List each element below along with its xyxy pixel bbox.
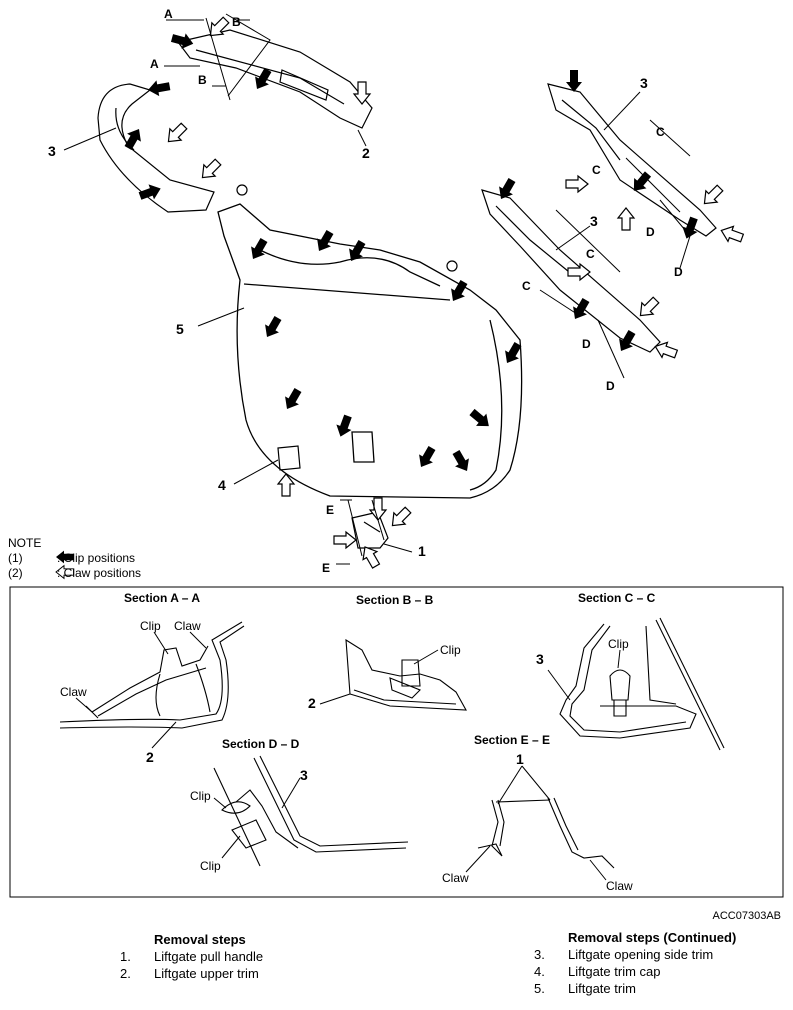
removal-step-number: 3. <box>534 947 545 962</box>
removal-step-number: 5. <box>534 981 545 996</box>
reference-code: ACC07303AB <box>712 910 782 922</box>
callout-1: 1 <box>418 543 426 559</box>
section-letter-e-bottom: E <box>322 561 330 575</box>
callout-3-right-lower: 3 <box>590 213 598 229</box>
liftgate-trim-panel <box>217 203 523 499</box>
section-letter-c-3: C <box>586 247 595 261</box>
section-aa-part-number: 2 <box>146 749 154 765</box>
callout-3-right-upper: 3 <box>640 75 648 91</box>
section-aa-claw-label-top: Claw <box>174 619 201 633</box>
section-letter-d-2: D <box>674 265 683 279</box>
removal-step-number: 1. <box>120 949 131 964</box>
removal-step-text: Liftgate trim cap <box>568 964 661 979</box>
note-item-clip-text: : Clip positions <box>57 551 136 565</box>
section-bb-drawing <box>345 638 467 711</box>
removal-step-text: Liftgate trim <box>568 981 636 996</box>
liftgate-upper-trim <box>176 29 373 129</box>
section-letter-d-3: D <box>582 337 591 351</box>
section-letter-b-top: B <box>232 15 241 29</box>
section-dd-clip-label-bottom: Clip <box>200 859 221 873</box>
section-cc-title: Section C – C <box>578 591 656 605</box>
note-item-claw-number: (2) <box>8 566 23 580</box>
section-bb-part-number: 2 <box>308 695 316 711</box>
removal-step-text: Liftgate upper trim <box>154 966 259 981</box>
section-ee-claw-label-left: Claw <box>442 871 469 885</box>
liftgate-side-trim-right-lower <box>481 189 661 353</box>
removal-step-text: Liftgate pull handle <box>154 949 264 964</box>
removal-steps-title: Removal steps <box>154 932 246 947</box>
section-dd-title: Section D – D <box>222 737 300 751</box>
clip-arrows <box>121 30 702 476</box>
section-cc-leaders <box>547 649 621 701</box>
note-item-clip-number: (1) <box>8 551 23 565</box>
callout-5: 5 <box>176 321 184 337</box>
note-legend: NOTE (1) : Clip positions (2) : Claw pos… <box>8 536 141 581</box>
callout-3-left: 3 <box>48 143 56 159</box>
note-title: NOTE <box>8 536 42 550</box>
removal-step: 2. Liftgate upper trim <box>120 966 263 983</box>
removal-steps-continued: Removal steps (Continued) 3. Liftgate ope… <box>534 930 736 998</box>
section-cc-part-number: 3 <box>536 651 544 667</box>
section-dd-clip-label-top: Clip <box>190 789 211 803</box>
section-letter-b-bottom: B <box>198 73 207 87</box>
liftgate-side-trim-right-upper <box>547 83 717 237</box>
sections-frame <box>9 586 784 898</box>
section-dd-drawing <box>213 755 409 867</box>
leader-lines <box>63 91 641 553</box>
removal-step-text: Liftgate opening side trim <box>568 947 714 962</box>
section-aa-claw-label-left: Claw <box>60 685 87 699</box>
section-letter-c-2: C <box>592 163 601 177</box>
liftgate-trim-cap <box>277 445 301 471</box>
note-item-clip: (1) : Clip positions <box>8 551 135 566</box>
fasteners <box>236 184 458 272</box>
note-item-claw: (2) : Claw positions <box>8 566 141 581</box>
section-letter-d-4: D <box>606 379 615 393</box>
section-aa-drawing <box>59 621 245 729</box>
section-letter-e-top: E <box>326 503 334 517</box>
liftgate-pull-handle <box>351 511 389 549</box>
section-bb-leaders <box>319 649 439 705</box>
section-bb-title: Section B – B <box>356 593 434 607</box>
removal-steps: Removal steps 1. Liftgate pull handle 2. L… <box>120 932 263 983</box>
removal-step: 3. Liftgate opening side trim <box>534 947 736 964</box>
section-aa-title: Section A – A <box>124 591 200 605</box>
section-ee-drawing <box>477 797 615 869</box>
section-aa-clip-label: Clip <box>140 619 161 633</box>
section-cut-lines <box>164 13 691 565</box>
removal-step: 5. Liftgate trim <box>534 981 736 998</box>
section-ee-part-number: 1 <box>516 751 524 767</box>
removal-steps-continued-title: Removal steps (Continued) <box>568 930 737 945</box>
section-letter-c-4: C <box>522 279 531 293</box>
removal-step-number: 4. <box>534 964 545 979</box>
section-letter-c-1: C <box>656 125 665 139</box>
section-cc-clip-label: Clip <box>608 637 629 651</box>
section-dd-part-number: 3 <box>300 767 308 783</box>
section-bb-clip-label: Clip <box>440 643 461 657</box>
section-ee-claw-label-right: Claw <box>606 879 633 893</box>
section-ee-leaders <box>465 765 607 881</box>
section-letter-d-1: D <box>646 225 655 239</box>
section-dd-leaders <box>213 777 301 859</box>
section-letter-a-bottom: A <box>150 57 159 71</box>
callout-2: 2 <box>362 145 370 161</box>
removal-step: 1. Liftgate pull handle <box>120 949 263 966</box>
section-letter-a-top: A <box>164 7 173 21</box>
removal-step-number: 2. <box>120 966 131 981</box>
section-ee-title: Section E – E <box>474 733 550 747</box>
callout-4: 4 <box>218 477 226 493</box>
section-cc-drawing <box>559 617 725 751</box>
removal-step: 4. Liftgate trim cap <box>534 964 736 981</box>
note-item-claw-text: : Claw positions <box>57 566 142 580</box>
section-aa-leaders <box>75 631 207 749</box>
